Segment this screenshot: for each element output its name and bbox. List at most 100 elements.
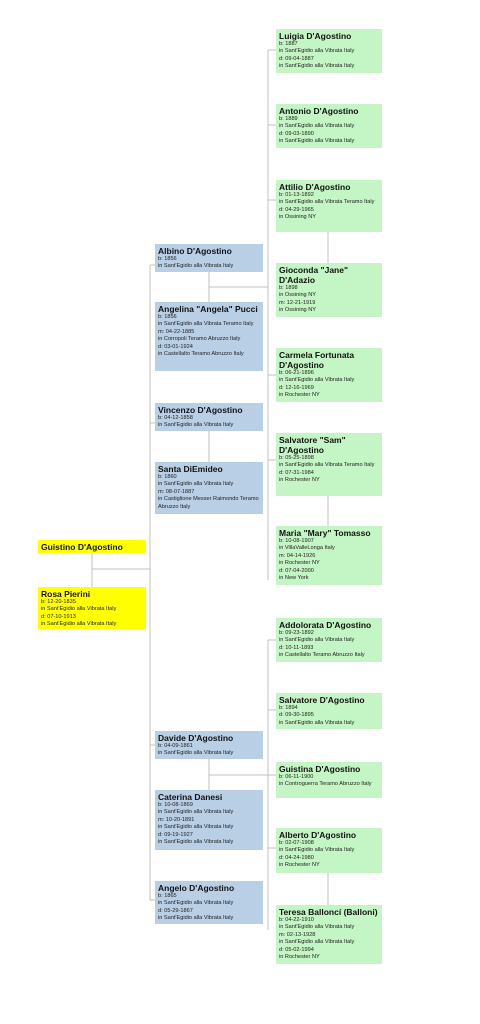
person-salvatore-dagostino[interactable]: Salvatore D'Agostino b: 1894 d: 09-30-18… (276, 693, 382, 729)
person-name: Alberto D'Agostino (279, 830, 357, 840)
person-detail: in Rochester NY (279, 477, 320, 484)
person-detail: b: 06-21-1896 (279, 370, 314, 376)
person-detail: d: 04-24-1980 (279, 854, 314, 861)
person-detail: in Sant'Egidio alla Vibrata Italy (158, 809, 234, 816)
person-detail: b: 1889 (279, 116, 298, 122)
person-gioconda-dadazio[interactable]: Gioconda "Jane" D'Adazio b: 1898 in Ossi… (276, 263, 382, 317)
person-name: Addolorata D'Agostino (279, 620, 372, 630)
person-detail: in VillaValleLonga Italy (279, 545, 335, 552)
person-detail: m: 10-20-1891 (158, 816, 195, 823)
person-detail: in Sant'Egidio alla Vibrata Italy (279, 847, 355, 854)
person-alberto-dagostino[interactable]: Alberto D'Agostino b: 02-07-1908 in Sant… (276, 828, 382, 873)
person-teresa-balloni[interactable]: Teresa Balloncí (Balloni) b: 04-22-1910 … (276, 905, 382, 964)
person-guistino-dagostino[interactable]: Guistino D'Agostino (38, 540, 146, 553)
person-detail: in Ossining NY (279, 214, 316, 221)
person-detail: d: 09-30-1895 (279, 712, 314, 719)
person-maria-tomasso[interactable]: Maria "Mary" Tomasso b: 10-08-1907 in Vi… (276, 526, 382, 585)
person-name: Albino D'Agostino (158, 246, 232, 256)
person-detail: b: 04-09-1861 (158, 743, 193, 749)
person-angelo-dagostino[interactable]: Angelo D'Agostino b: 1865 in Sant'Egidio… (155, 881, 263, 924)
person-detail: m: 02-13-1928 (279, 931, 316, 938)
person-detail: b: 1865 (158, 893, 177, 899)
person-detail: in Rochester NY (279, 392, 320, 399)
person-name: Vincenzo D'Agostino (158, 405, 243, 415)
person-santa-diemideo[interactable]: Santa DiEmideo b: 1860 in Sant'Egidio al… (155, 462, 263, 514)
person-detail: in Sant'Egidio alla Vibrata Teramo Italy (279, 199, 375, 206)
person-detail: in Sant'Egidio alla Vibrata Italy (279, 48, 355, 55)
person-detail: d: 10-11-1893 (279, 644, 314, 651)
person-detail: in Sant'Egidio alla Vibrata Italy (158, 481, 234, 488)
person-addolorata-dagostino[interactable]: Addolorata D'Agostino b: 09-23-1892 in S… (276, 618, 382, 662)
person-name: Davide D'Agostino (158, 733, 234, 743)
person-detail: b: 1887 (279, 41, 298, 47)
person-name: Santa DiEmideo (158, 464, 223, 474)
person-detail: m: 04-14-1926 (279, 552, 316, 559)
person-name: Rosa Pierini (41, 589, 91, 599)
person-detail: b: 10-08-1869 (158, 802, 193, 808)
person-albino-dagostino[interactable]: Albino D'Agostino b: 1856 in Sant'Egidio… (155, 244, 263, 272)
person-name: Guistino D'Agostino (41, 542, 123, 552)
person-name: Maria "Mary" Tomasso (279, 528, 371, 538)
person-detail: in Sant'Egidio alla Vibrata Italy (158, 824, 234, 831)
person-name: Caterina Danesi (158, 792, 223, 802)
person-detail: in Sant'Egidio alla Vibrata Italy (279, 123, 355, 130)
person-detail: b: 05-25-1898 (279, 455, 314, 461)
person-detail: in Castiglione Messer Raimondo Teramo Ab… (158, 496, 259, 510)
person-detail: d: 03-01-1924 (158, 343, 193, 350)
person-detail: in Ossining NY (279, 307, 316, 314)
person-detail: d: 07-31-1984 (279, 469, 314, 476)
person-detail: in Rochester NY (279, 862, 320, 869)
person-vincenzo-dagostino[interactable]: Vincenzo D'Agostino b: 04-12-1858 in San… (155, 403, 263, 431)
person-detail: b: 1860 (158, 474, 177, 480)
person-detail: in Rochester NY (279, 560, 320, 567)
person-angelina-pucci[interactable]: Angelina "Angela" Pucci b: 1856 in Sant'… (155, 302, 263, 371)
person-detail: in Sant'Egidio alla Vibrata Teramo Italy (158, 321, 254, 328)
person-detail: in Sant'Egidio alla Vibrata Italy (279, 138, 355, 145)
person-detail: in Ossining NY (279, 292, 316, 299)
person-detail: b: 1894 (279, 705, 298, 711)
person-detail: b: 1856 (158, 314, 177, 320)
person-detail: in Sant'Egidio alla Vibrata Italy (158, 900, 234, 907)
person-detail: in Sant'Egidio alla Vibrata Italy (158, 422, 234, 429)
person-detail: d: 05-02-1994 (279, 946, 314, 953)
person-detail: in Sant'Egidio alla Vibrata Italy (158, 263, 234, 270)
person-detail: in Corropoli Teramo Abruzzo Italy (158, 336, 241, 343)
person-caterina-danesi[interactable]: Caterina Danesi b: 10-08-1869 in Sant'Eg… (155, 790, 263, 850)
person-carmela-fortunata-dagostino[interactable]: Carmela Fortunata D'Agostino b: 06-21-18… (276, 348, 382, 402)
person-detail: b: 1898 (279, 285, 298, 291)
person-detail: in Sant'Egidio alla Vibrata Italy (158, 750, 234, 757)
person-guistina-dagostino[interactable]: Guistina D'Agostino b: 06-11-1900 in Con… (276, 762, 382, 798)
person-detail: b: 04-12-1858 (158, 415, 193, 421)
person-name: Teresa Balloncí (Balloni) (279, 907, 378, 917)
person-davide-dagostino[interactable]: Davide D'Agostino b: 04-09-1861 in Sant'… (155, 731, 263, 759)
person-attilio-dagostino[interactable]: Attilio D'Agostino b: 01-13-1892 in Sant… (276, 180, 382, 232)
person-detail: d: 07-10-1913 (41, 613, 76, 620)
person-antonio-dagostino[interactable]: Antonio D'Agostino b: 1889 in Sant'Egidi… (276, 104, 382, 148)
person-detail: d: 09-03-1890 (279, 130, 314, 137)
person-detail: b: 06-11-1900 (279, 774, 314, 780)
person-name: Salvatore "Sam" D'Agostino (279, 435, 346, 455)
person-detail: d: 09-19-1927 (158, 831, 193, 838)
person-detail: in Castellalto Teramo Abruzzo Italy (158, 351, 244, 358)
person-detail: in Sant'Egidio alla Vibrata Italy (158, 839, 234, 846)
person-name: Guistina D'Agostino (279, 764, 361, 774)
person-salvatore-sam-dagostino[interactable]: Salvatore "Sam" D'Agostino b: 05-25-1898… (276, 433, 382, 496)
person-detail: in New York (279, 575, 309, 582)
person-detail: m: 04-22-1885 (158, 328, 195, 335)
person-detail: b: 10-08-1907 (279, 538, 314, 544)
person-rosa-pierini[interactable]: Rosa Pierini b: 12-20-1835 in Sant'Egidi… (38, 587, 146, 629)
person-detail: d: 05-29-1867 (158, 907, 193, 914)
person-detail: b: 1856 (158, 256, 177, 262)
person-detail: in Sant'Egidio alla Vibrata Italy (279, 939, 355, 946)
person-detail: in Sant'Egidio alla Vibrata Italy (41, 621, 117, 628)
person-detail: d: 07-04-2000 (279, 567, 314, 574)
person-detail: in Sant'Egidio alla Vibrata Italy (41, 606, 117, 613)
person-luigia-dagostino[interactable]: Luigia D'Agostino b: 1887 in Sant'Egidio… (276, 29, 382, 73)
person-name: Luigia D'Agostino (279, 31, 352, 41)
person-detail: m: 08-07-1887 (158, 488, 195, 495)
person-detail: d: 12-16-1969 (279, 384, 314, 391)
person-name: Angelo D'Agostino (158, 883, 235, 893)
person-detail: in Sant'Egidio alla Vibrata Italy (158, 915, 234, 922)
person-detail: in Castellalto Teramo Abruzzo Italy (279, 652, 365, 659)
